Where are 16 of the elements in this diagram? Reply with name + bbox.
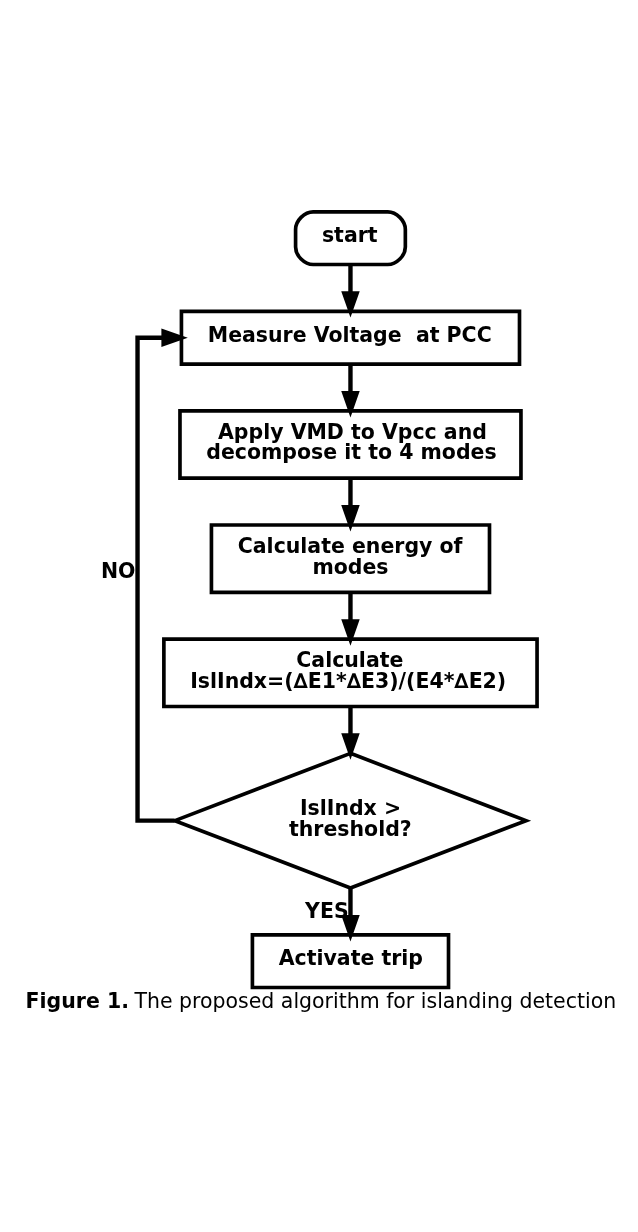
node-box: Measure Voltage at PCC [179, 309, 522, 366]
node-box: Activate trip [250, 932, 451, 989]
arrow [135, 327, 188, 823]
node-box: Calculate IslIndx=(∆E1*∆E3)/(E4*∆E2) [162, 636, 539, 708]
edge-label: YES [305, 898, 349, 923]
arrow [341, 887, 360, 941]
edge-label: NO [100, 558, 136, 583]
arrow [341, 264, 360, 318]
arrow [341, 363, 360, 417]
arrow [341, 706, 360, 760]
node-box: start [293, 209, 408, 266]
arrow [341, 478, 360, 531]
arrow [341, 592, 360, 646]
node-box: Apply VMD to Vpcc and decompose it to 4 modes [178, 408, 523, 480]
caption: Figure 1. The proposed algorithm for islanding detection [25, 988, 617, 1013]
node-box: Calculate energy of modes [209, 522, 492, 594]
